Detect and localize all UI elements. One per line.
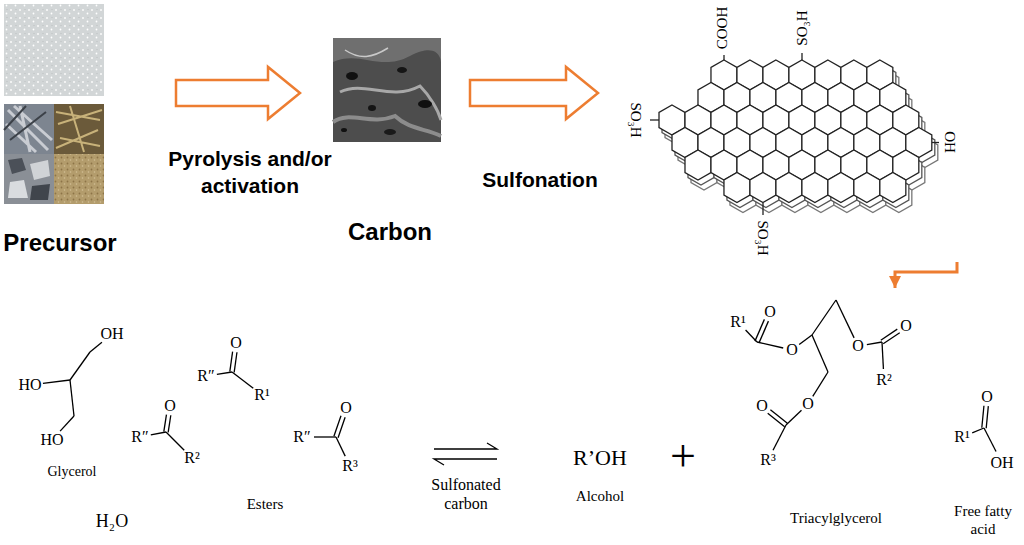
atom-label-holder: O: [756, 396, 768, 415]
atom-label-holder: R″: [197, 366, 214, 385]
atom-label-holder: R¹: [254, 385, 269, 404]
functional-group: COOH: [714, 7, 730, 50]
atom-label-holder: HO: [18, 375, 41, 394]
compound-formula: R’OH: [573, 445, 627, 470]
compound-name-holder: Esters: [247, 495, 284, 513]
atom-label: O: [164, 397, 176, 414]
functional-group: SO₃H: [628, 102, 644, 137]
atom-label-holder: OH: [990, 453, 1013, 472]
figure-caption-holder: Precursor: [3, 229, 116, 258]
atom-label-holder: R″: [131, 427, 148, 446]
atom-label-holder: R²: [876, 370, 891, 389]
atom-label-holder: R³: [342, 456, 357, 475]
atom-label: R″: [197, 367, 214, 384]
atom-label: O: [756, 397, 768, 414]
atom-label: O: [900, 317, 912, 334]
functional-group-holder: COOH: [713, 7, 731, 50]
atom-label-holder: O: [900, 316, 912, 335]
atom-label: O: [981, 388, 993, 405]
atom-label-holder: R¹: [954, 427, 969, 446]
atom-label: O: [786, 341, 798, 358]
atom-label-holder: R¹: [730, 312, 745, 331]
functional-group-holder: SO₃H: [627, 102, 645, 137]
functional-group-holder: SO₃H: [793, 10, 811, 45]
atom-label: R²: [184, 449, 199, 466]
atom-label: O: [764, 303, 776, 320]
atom-label: HO: [18, 376, 41, 393]
atom-label: O: [802, 395, 814, 412]
atom-label-holder: O: [764, 302, 776, 321]
atom-label: R¹: [254, 386, 269, 403]
atom-label-holder: O: [340, 398, 352, 417]
atom-label-holder: R²: [184, 448, 199, 467]
compound-name: Esters: [247, 496, 284, 512]
atom-label: O: [230, 334, 242, 351]
compound-formula-holder: H₂O: [96, 511, 128, 533]
process-label: Sulfonation: [482, 168, 597, 191]
chemical-bonds: [43, 300, 996, 456]
figure-caption: Precursor: [3, 229, 116, 256]
plus-sign: +: [670, 430, 696, 481]
functional-group: SO₃H: [755, 220, 771, 255]
catalyst-label: Sulfonated carbon: [431, 476, 500, 512]
equilibrium-arrows: [434, 443, 497, 465]
process-label-holder: Pyrolysis and/or activation: [147, 144, 353, 201]
compound-name-holder: Triacylglycerol: [790, 509, 882, 527]
process-arrow: [176, 67, 300, 119]
atom-label: R″: [293, 428, 310, 445]
compound-name-holder: Alcohol: [576, 487, 624, 505]
functional-group: SO₃H: [794, 10, 810, 45]
flow-arrow: [895, 262, 957, 288]
atom-label-holder: OH: [100, 324, 123, 343]
carbon-micrograph: [333, 38, 441, 142]
carbon-micrograph: Carbon: [302, 30, 468, 255]
atom-label: R³: [760, 451, 775, 468]
atom-label-holder: R³: [760, 450, 775, 469]
atom-label: R²: [876, 371, 891, 388]
compound-name: Glycerol: [48, 464, 97, 479]
atom-label-holder: HO: [40, 430, 63, 449]
atom-label: OH: [100, 325, 123, 342]
atom-label-holder: O: [230, 333, 242, 352]
precursor-photo: [4, 4, 104, 204]
compound-name-holder: Glycerol: [48, 464, 97, 481]
functional-group-holder: OH: [941, 131, 959, 153]
atom-label: R³: [342, 457, 357, 474]
atom-label-holder: O: [164, 396, 176, 415]
triacylglycerol-structure: R¹ O O O O R² O O R³ Triacylglycerol: [722, 288, 950, 538]
figure-caption: Carbon: [348, 218, 432, 245]
process-label: Pyrolysis and/or activation: [168, 147, 331, 197]
process-label-holder: Sulfonation: [479, 166, 600, 193]
process-arrow: [470, 67, 598, 119]
atom-label: R″: [131, 428, 148, 445]
compound-formula-holder: R’OH: [573, 445, 627, 471]
atom-label: OH: [990, 454, 1013, 471]
atom-label-holder: O: [852, 336, 864, 355]
compound-formula: H₂O: [96, 511, 128, 531]
compound-name: Alcohol: [576, 488, 624, 504]
compound-name: Free fatty acid: [954, 503, 1012, 537]
atom-label: HO: [40, 431, 63, 448]
atom-label: O: [852, 337, 864, 354]
atom-label: R¹: [954, 428, 969, 445]
functional-group-holder: SO₃H: [754, 220, 772, 255]
atom-label-holder: R″: [293, 427, 310, 446]
catalyst-label-holder: Sulfonated carbon: [419, 475, 514, 513]
plus-sign-holder: +: [670, 428, 696, 483]
atom-label: R¹: [730, 313, 745, 330]
sulfonated-carbon-sheet: COOH SO₃H SO₃H OH SO₃H: [600, 2, 962, 262]
atom-label: O: [340, 399, 352, 416]
graphene-sheet: [650, 53, 939, 215]
figure-caption-holder: Carbon: [348, 218, 432, 247]
atom-label-holder: O: [802, 394, 814, 413]
compound-name-holder: Free fatty acid: [945, 502, 1021, 538]
atom-label-holder: O: [981, 387, 993, 406]
compound-name: Triacylglycerol: [790, 510, 882, 526]
precursor-photo: Precursor: [2, 2, 174, 258]
functional-group: OH: [942, 131, 958, 153]
atom-label-holder: O: [786, 340, 798, 359]
